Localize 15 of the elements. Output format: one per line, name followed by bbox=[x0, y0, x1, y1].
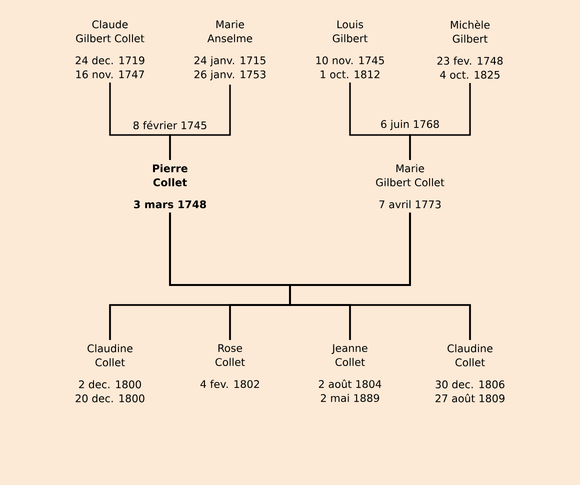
person-entry: Claudine Collet 30 dec. 1806 27 août 1809 bbox=[436, 344, 504, 402]
person-entry: Marie Gilbert Collet 7 avril 1773 bbox=[376, 164, 444, 208]
person-entry: Rose Collet 4 fev. 1802 bbox=[200, 344, 259, 388]
family-line bbox=[409, 82, 471, 160]
person-entry: Louis Gilbert 10 nov. 1745 1 oct. 1812 bbox=[316, 20, 384, 78]
marriage-date: 8 février 1745 bbox=[133, 120, 206, 130]
family-line bbox=[169, 84, 231, 160]
person-entry: Claudine Collet 2 dec. 1800 20 dec. 1800 bbox=[76, 344, 144, 402]
marriage-date: 6 juin 1768 bbox=[381, 120, 439, 130]
family-line bbox=[289, 212, 471, 340]
person-entry: Michèle Gilbert 23 fev. 1748 4 oct. 1825 bbox=[437, 20, 503, 79]
person-entry: Pierre Collet 3 mars 1748 bbox=[134, 164, 206, 208]
person-entry: Claude Gilbert Collet 24 dec. 1719 16 nov. 1747 bbox=[76, 20, 144, 78]
person-entry: Marie Anselme 24 janv. 1715 26 janv. 1753 bbox=[194, 20, 266, 80]
person-entry: Jeanne Collet 2 août 1804 2 mai 1889 bbox=[318, 344, 382, 402]
